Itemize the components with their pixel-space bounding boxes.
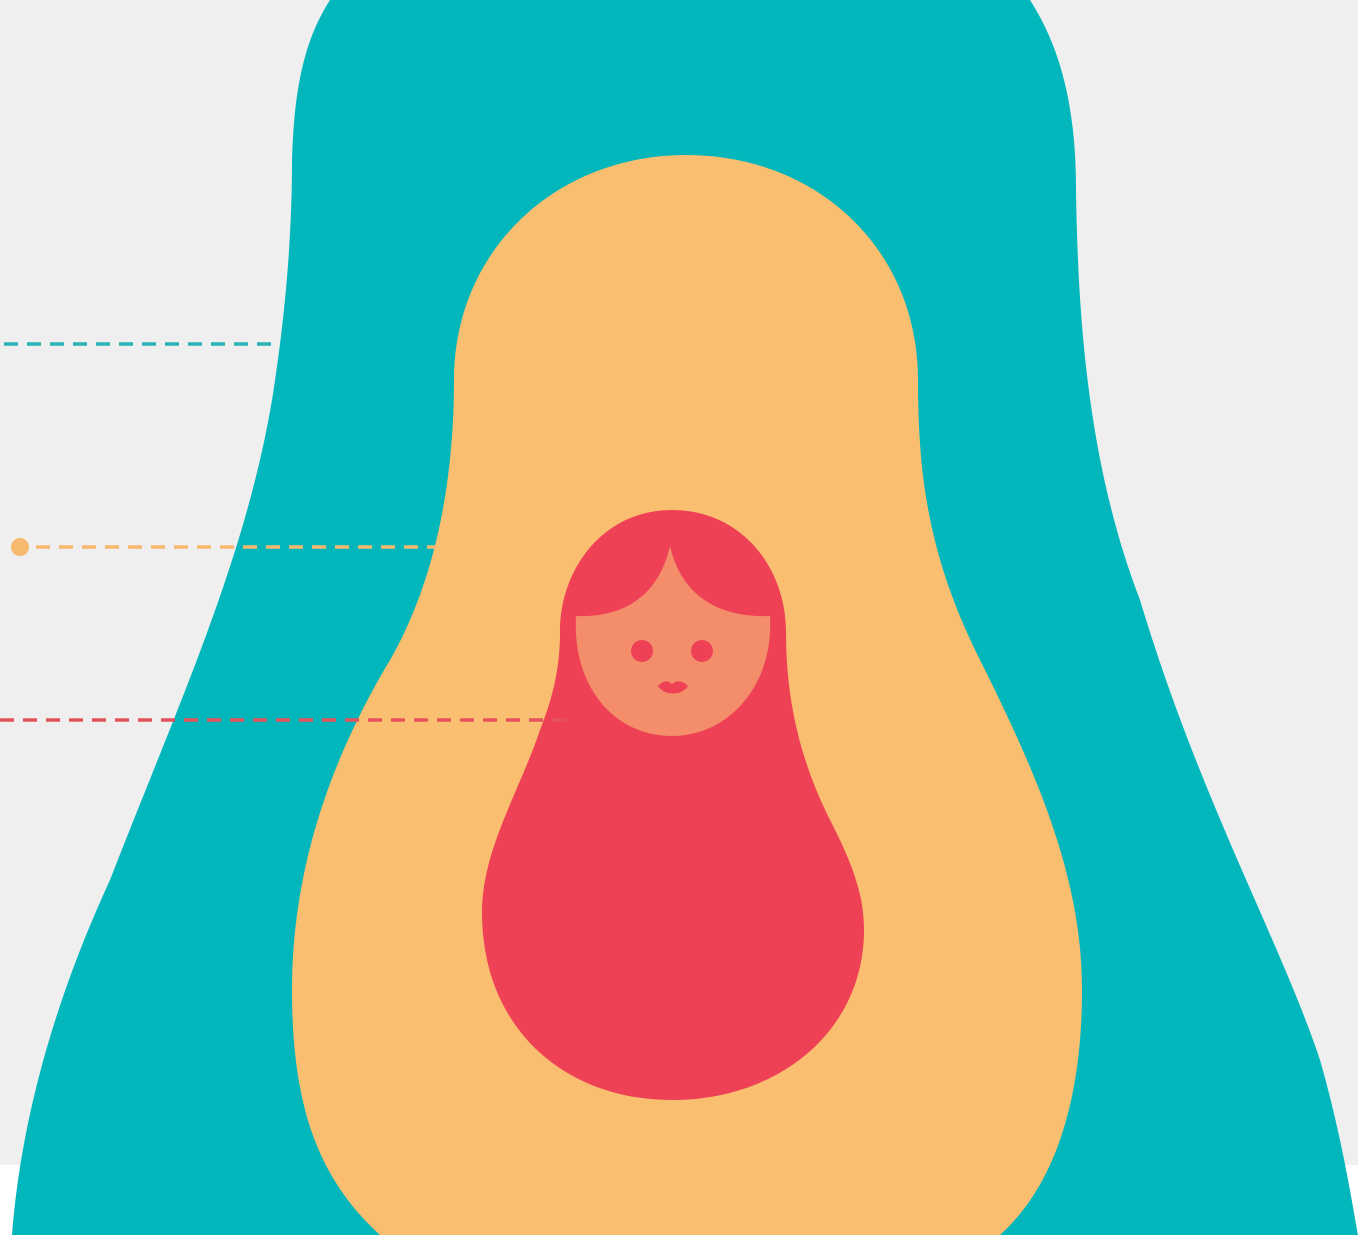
doll-left-eye: [631, 640, 653, 662]
middle-layer-leader-dot: [11, 538, 29, 556]
doll-right-eye: [691, 640, 713, 662]
